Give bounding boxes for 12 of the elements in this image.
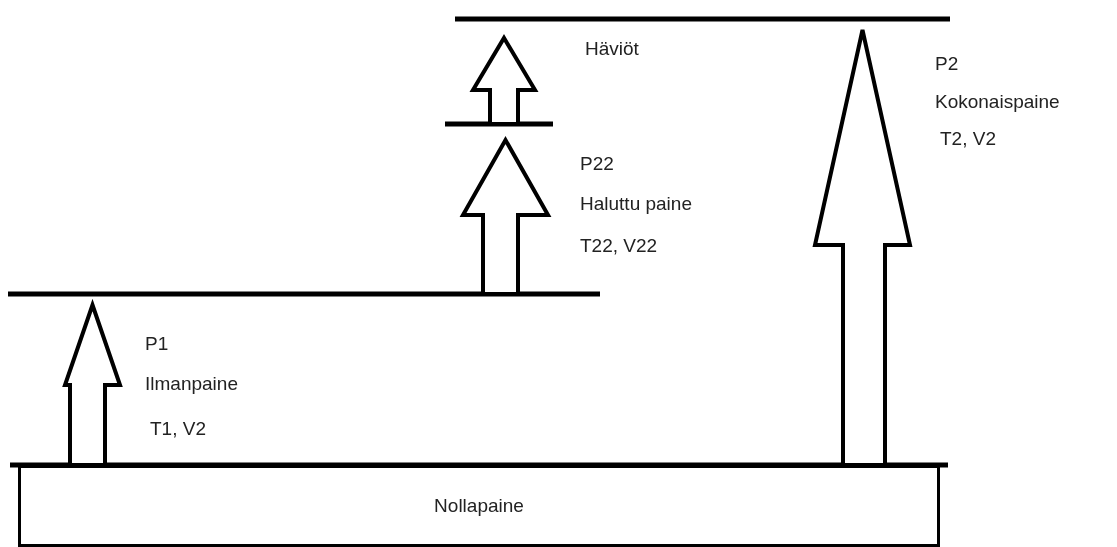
pressure-label: T2, V2 <box>940 128 996 150</box>
pressure-label: T1, V2 <box>150 418 206 440</box>
base-box <box>18 465 940 547</box>
pressure-label: P2 <box>935 53 959 75</box>
pressure-label: P1 <box>145 333 169 355</box>
pressure-label: Kokonaispaine <box>935 91 1060 113</box>
pressure-label: Haluttu paine <box>580 193 692 215</box>
pressure-label: T22, V22 <box>580 235 658 257</box>
pressure-label: Ilmanpaine <box>145 373 238 395</box>
pressure-label: Häviöt <box>585 38 639 60</box>
level-label: Nollapaine <box>434 495 524 517</box>
pressure-label: P22 <box>580 153 614 175</box>
